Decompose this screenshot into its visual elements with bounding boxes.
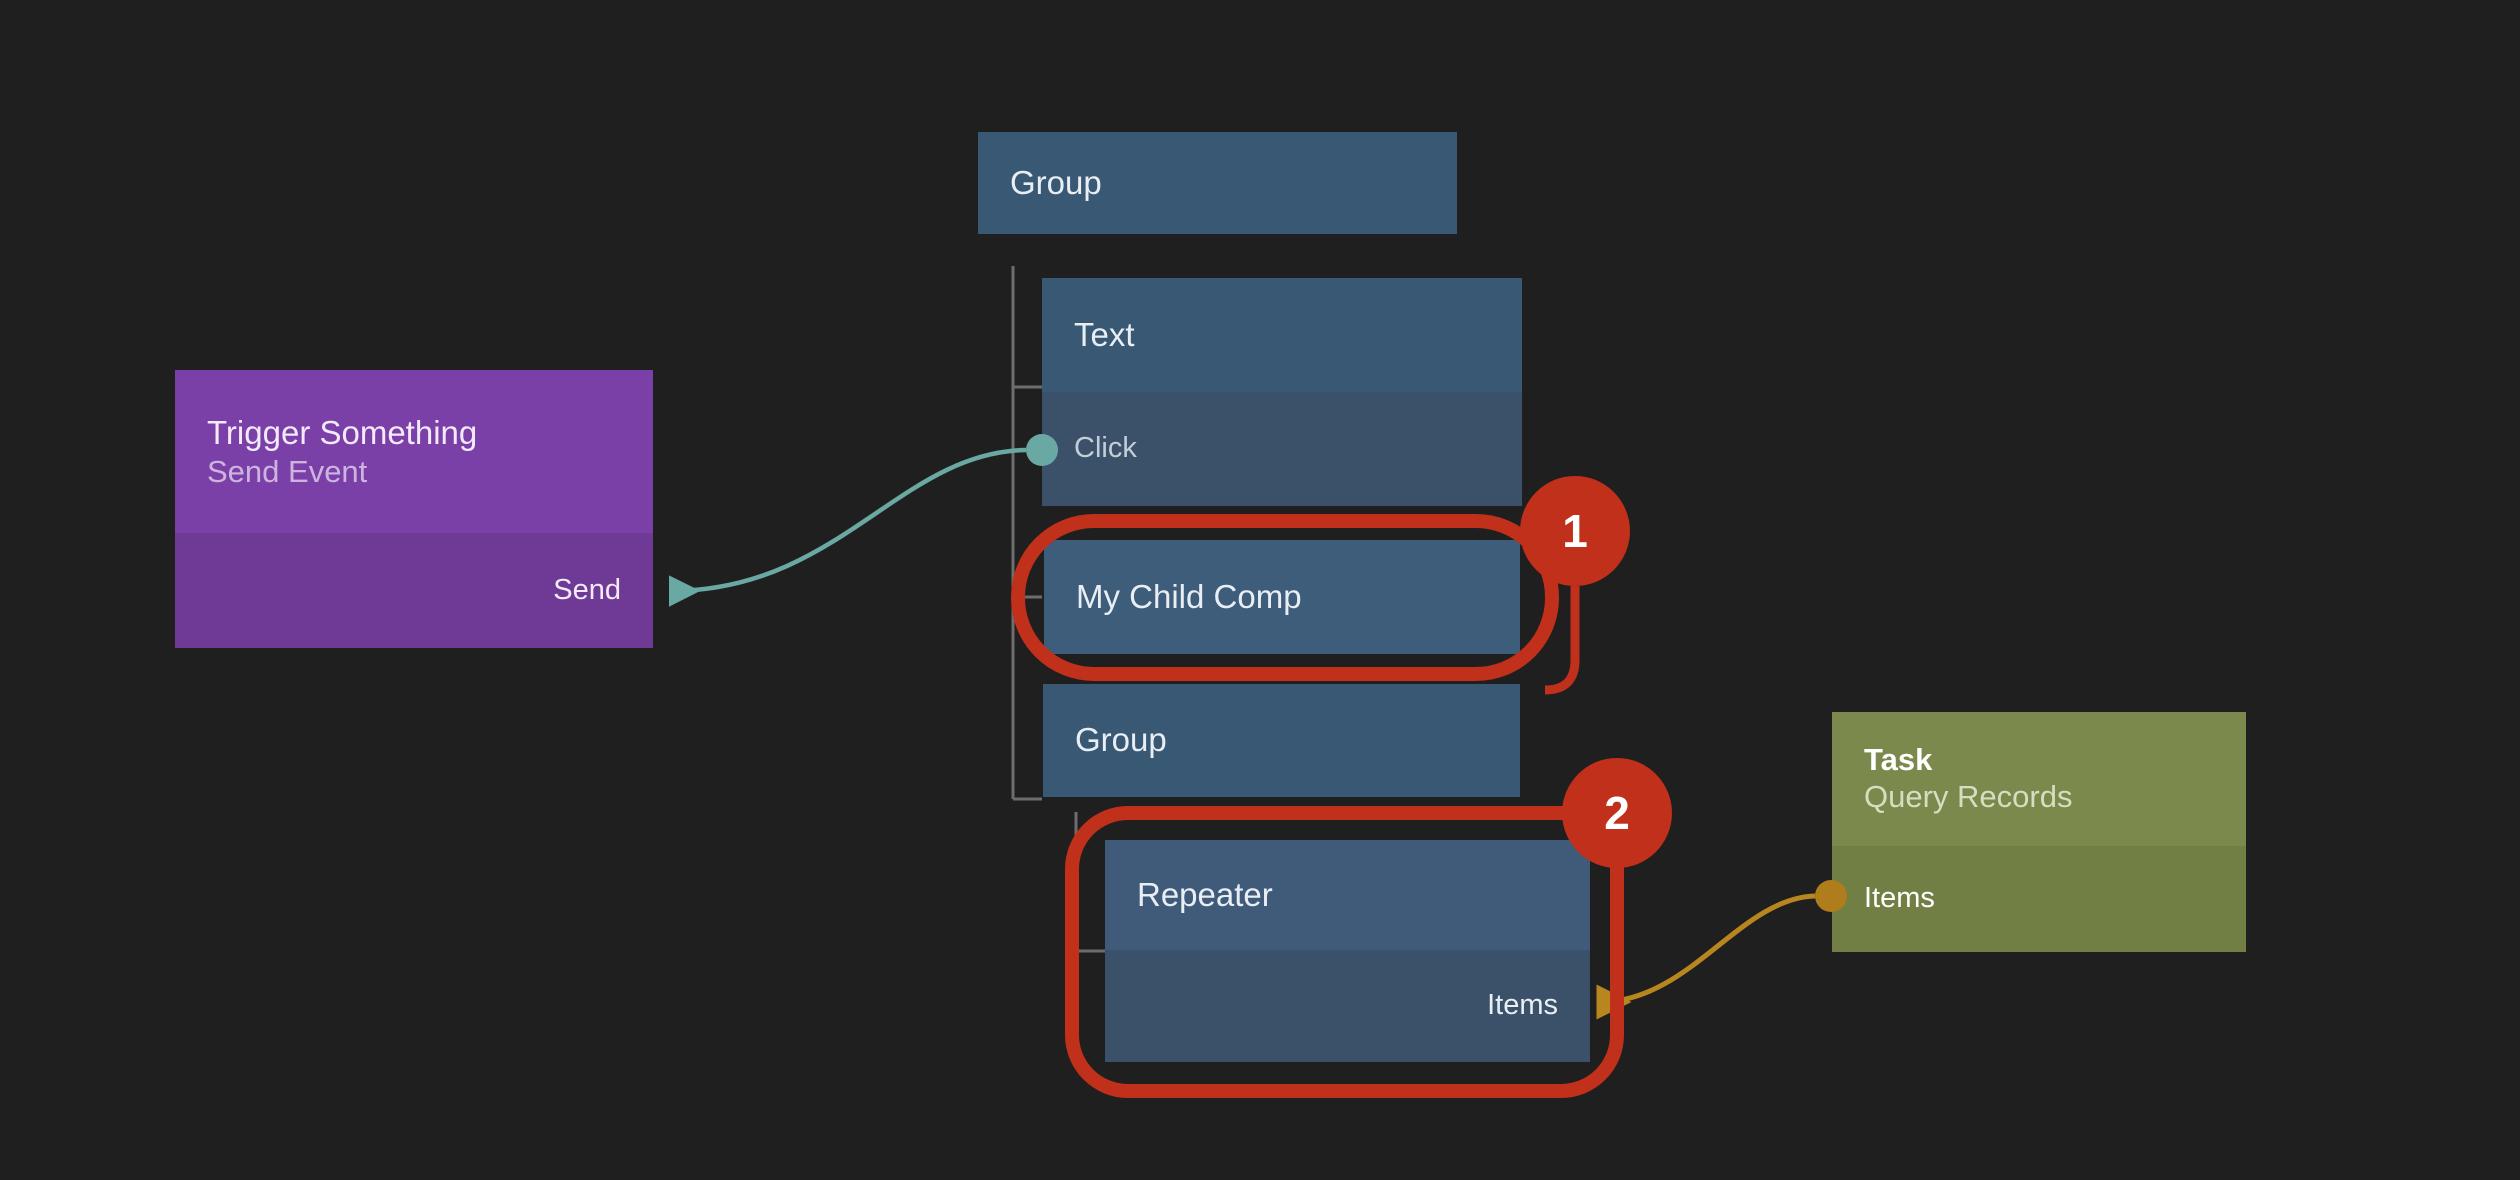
port-dot-click[interactable] [1026,434,1058,466]
node-title: Trigger Something [207,413,478,451]
node-subtitle: Send Event [207,453,368,489]
port-click[interactable]: Click [1074,432,1137,465]
node-title: My Child Comp [1076,577,1302,615]
node-title: Group [1010,163,1102,201]
node-header: Trigger Something Send Event [175,370,653,533]
node-body: Items [1105,950,1590,1062]
node-body: Click [1042,392,1522,506]
node-title: Text [1074,315,1135,353]
port-items[interactable]: Items [1864,882,1935,915]
node-title: Task [1864,742,1933,778]
node-text-component[interactable]: Text Click [1042,278,1522,506]
annotation-badge-label: 2 [1604,787,1630,839]
node-body: Items [1832,846,2246,952]
node-title: Repeater [1137,875,1273,913]
node-title: Group [1075,721,1167,759]
node-header: Repeater [1105,840,1590,950]
node-header: Task Query Records [1832,712,2246,846]
annotation-badge-1: 1 [1520,476,1630,586]
node-repeater[interactable]: Repeater Items [1105,840,1590,1062]
node-trigger-something[interactable]: Trigger Something Send Event Send [175,370,653,648]
port-items[interactable]: Items [1487,989,1558,1022]
node-subtitle: Query Records [1864,779,2073,814]
node-task[interactable]: Task Query Records Items [1832,712,2246,952]
node-root-group[interactable]: Group [978,132,1457,234]
port-dot-task-items[interactable] [1815,880,1847,912]
node-child-group[interactable]: Group [1043,684,1520,797]
node-header: Text [1042,278,1522,392]
node-my-child-comp[interactable]: My Child Comp [1044,540,1520,654]
port-send[interactable]: Send [553,574,621,606]
annotation-badge-label: 1 [1562,505,1588,557]
annotation-badge-2: 2 [1562,758,1672,868]
node-body: Send [175,533,653,648]
